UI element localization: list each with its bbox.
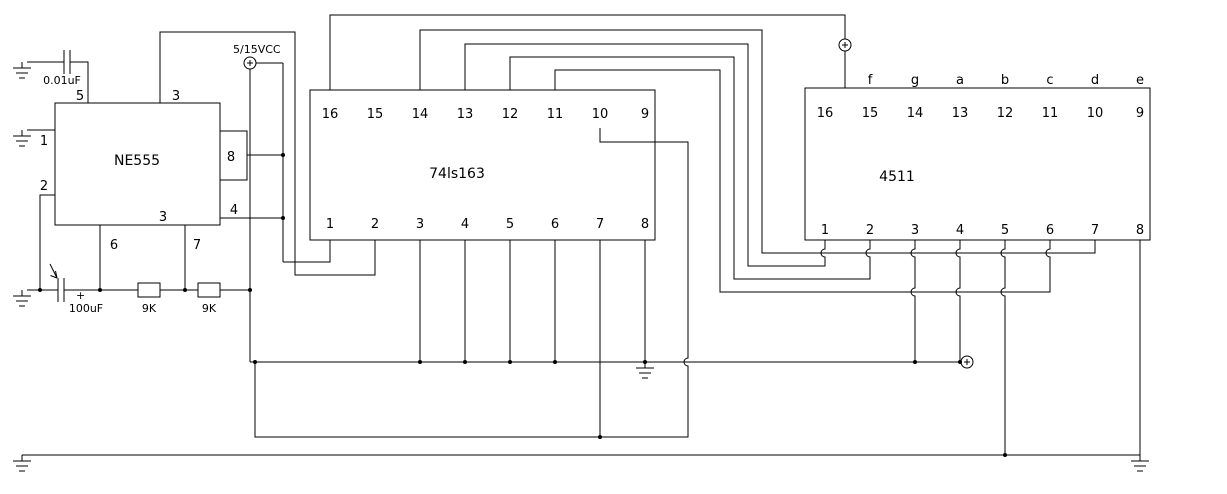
- counter-pin-bottom: 5: [506, 217, 514, 232]
- counter-pin-top: 13: [457, 107, 474, 122]
- wire-q-c: [509, 56, 871, 280]
- ground-icon: [12, 454, 32, 472]
- c2-polarity-label: +: [76, 289, 85, 302]
- capacitor-c2-icon: [57, 278, 65, 302]
- decoder-pin-bottom: 3: [911, 223, 919, 238]
- counter-label: 74ls163: [429, 166, 485, 182]
- capacitor-c1-icon: [63, 50, 71, 74]
- decoder-pin-bottom: 8: [1136, 223, 1144, 238]
- counter-pin-bottom: 2: [371, 217, 379, 232]
- ne555-pin5: 5: [76, 89, 84, 104]
- ground-icon: [1130, 454, 1150, 472]
- counter-pin-top: 15: [367, 107, 384, 122]
- decoder-pin-bottom: 1: [821, 223, 829, 238]
- segment-letter: f: [868, 73, 873, 88]
- counter-pin-bottom: 6: [551, 217, 559, 232]
- resistor-r2-icon: [197, 282, 221, 298]
- counter-pin-top: 14: [412, 107, 429, 122]
- segment-letter: c: [1046, 73, 1053, 88]
- wire-q-a: [419, 29, 1096, 254]
- decoder-pin-bottom: 4: [956, 223, 964, 238]
- ne555-body: [54, 102, 221, 226]
- polarity-arrow-icon: [49, 263, 58, 279]
- ne555-pin7: 7: [193, 238, 201, 253]
- vcc-plus-icon: [960, 355, 974, 369]
- wire-vcc-ties: [220, 62, 331, 263]
- vcc-plus-icon: [838, 38, 852, 52]
- decoder-pin-bottom: 6: [1046, 223, 1054, 238]
- c2-label: 100uF: [69, 302, 103, 315]
- decoder-pin-top: 9: [1136, 106, 1144, 121]
- ground-icon: [12, 129, 32, 147]
- ne555-pin3-bottom: 3: [159, 210, 167, 225]
- counter-pin-top: 11: [547, 107, 564, 122]
- wire-enable-loop: [254, 128, 689, 438]
- resistor-r1-icon: [137, 282, 161, 298]
- wire-dec-pin5: [1000, 240, 1006, 455]
- wire-c1-pin5: [70, 61, 89, 103]
- segment-letter: e: [1136, 73, 1144, 88]
- decoder-pin-bottom: 7: [1091, 223, 1099, 238]
- vcc-plus-icon: [243, 56, 257, 70]
- decoder-pin-top: 13: [952, 106, 969, 121]
- counter-pin-bottom: 7: [596, 217, 604, 232]
- counter-pin-top: 16: [322, 107, 339, 122]
- counter-pin-top: 12: [502, 107, 519, 122]
- ne555-pin6: 6: [110, 238, 118, 253]
- ne555-pin8: 8: [227, 150, 235, 165]
- segment-letter: b: [1001, 73, 1009, 88]
- wire-counter-inputs: [419, 240, 556, 362]
- wire-clock: [159, 31, 376, 276]
- decoder-pin-top: 14: [907, 106, 924, 121]
- decoder-body: [804, 87, 1151, 241]
- ne555-label: NE555: [114, 153, 160, 169]
- counter-pin-top: 9: [641, 107, 649, 122]
- segment-letter: g: [911, 73, 919, 88]
- wire-dec-pin3: [910, 240, 916, 362]
- counter-body: [309, 89, 656, 241]
- r1-label: 9K: [142, 302, 157, 315]
- c1-label: 0.01uF: [43, 74, 81, 87]
- ground-icon: [12, 61, 32, 79]
- decoder-label: 4511: [879, 169, 915, 185]
- wire-q-b: [464, 43, 826, 267]
- ne555-pin2: 2: [40, 179, 48, 194]
- ground-icon: [12, 289, 32, 307]
- counter-pin-bottom: 3: [416, 217, 424, 232]
- ne555-pin3-top: 3: [172, 89, 180, 104]
- wire-q-d: [554, 69, 1051, 293]
- decoder-pin-top: 15: [862, 106, 879, 121]
- counter-pin-bottom: 1: [326, 217, 334, 232]
- junction-dots: [38, 153, 1007, 457]
- ground-icon: [635, 361, 655, 379]
- wire-dec-pin4: [955, 240, 961, 362]
- ne555-pin1: 1: [40, 134, 48, 149]
- wire-pin2: [39, 194, 55, 290]
- segment-letter: a: [956, 73, 964, 88]
- decoder-pin-top: 12: [997, 106, 1014, 121]
- wire-top-vcc: [329, 14, 846, 90]
- counter-pin-top: 10: [592, 107, 609, 122]
- symbols: [12, 38, 1150, 472]
- counter-pin-bottom: 8: [641, 217, 649, 232]
- vcc-label: 5/15VCC: [233, 43, 281, 56]
- decoder-pin-top: 16: [817, 106, 834, 121]
- ne555-pin4: 4: [230, 203, 238, 218]
- labels: 0.01uF 5/15VCC 100uF + 9K 9K NE555 5 3 1…: [40, 43, 1144, 315]
- counter-pin-bottom: 4: [461, 217, 469, 232]
- segment-letter: d: [1091, 73, 1099, 88]
- decoder-pin-bottom: 2: [866, 223, 874, 238]
- r2-label: 9K: [202, 302, 217, 315]
- decoder-pin-top: 11: [1042, 106, 1059, 121]
- ne555-pin8-stub: [219, 130, 248, 181]
- decoder-pin-top: 10: [1087, 106, 1104, 121]
- decoder-pin-bottom: 5: [1001, 223, 1009, 238]
